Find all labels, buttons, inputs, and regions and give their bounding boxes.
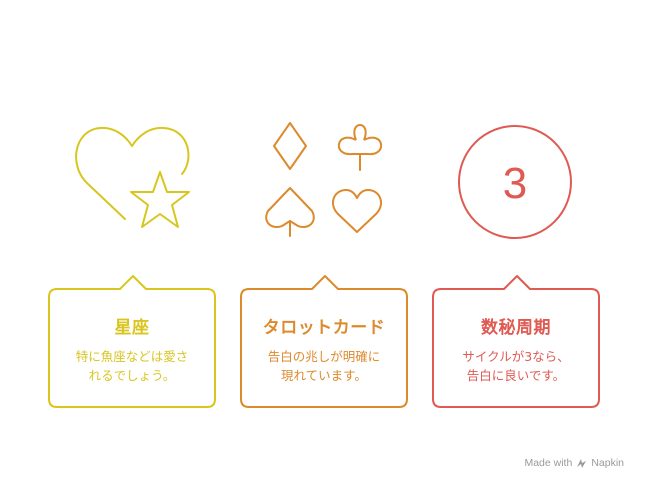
card-title: 星座 (114, 318, 150, 338)
card-suits-icon (265, 122, 383, 237)
cycle-number: 3 (503, 159, 527, 208)
card-description: 告白の兆しが明確に 現れています。 (267, 349, 381, 383)
heart-star-icon (75, 126, 190, 228)
napkin-logo-icon (577, 458, 587, 468)
card-title: タロットカード (262, 318, 386, 338)
card-description: 特に魚座などは愛さ れるでしょう。 (75, 349, 189, 383)
made-with-label: Made with (524, 457, 573, 469)
brand-name: Napkin (591, 457, 624, 469)
card-tarot: タロットカード 告白の兆しが明確に 現れています。 (239, 263, 409, 409)
card-astrology: 星座 特に魚座などは愛さ れるでしょう。 (47, 263, 217, 409)
card-numerology: 数秘周期 サイクルが3なら、 告白に良いです。 (431, 263, 601, 409)
number-circle-icon: 3 (458, 125, 572, 239)
brand-credit[interactable]: Made with Napkin (524, 457, 624, 469)
card-description: サイクルが3なら、 告白に良いです。 (462, 349, 570, 383)
card-title: 数秘周期 (481, 318, 551, 338)
